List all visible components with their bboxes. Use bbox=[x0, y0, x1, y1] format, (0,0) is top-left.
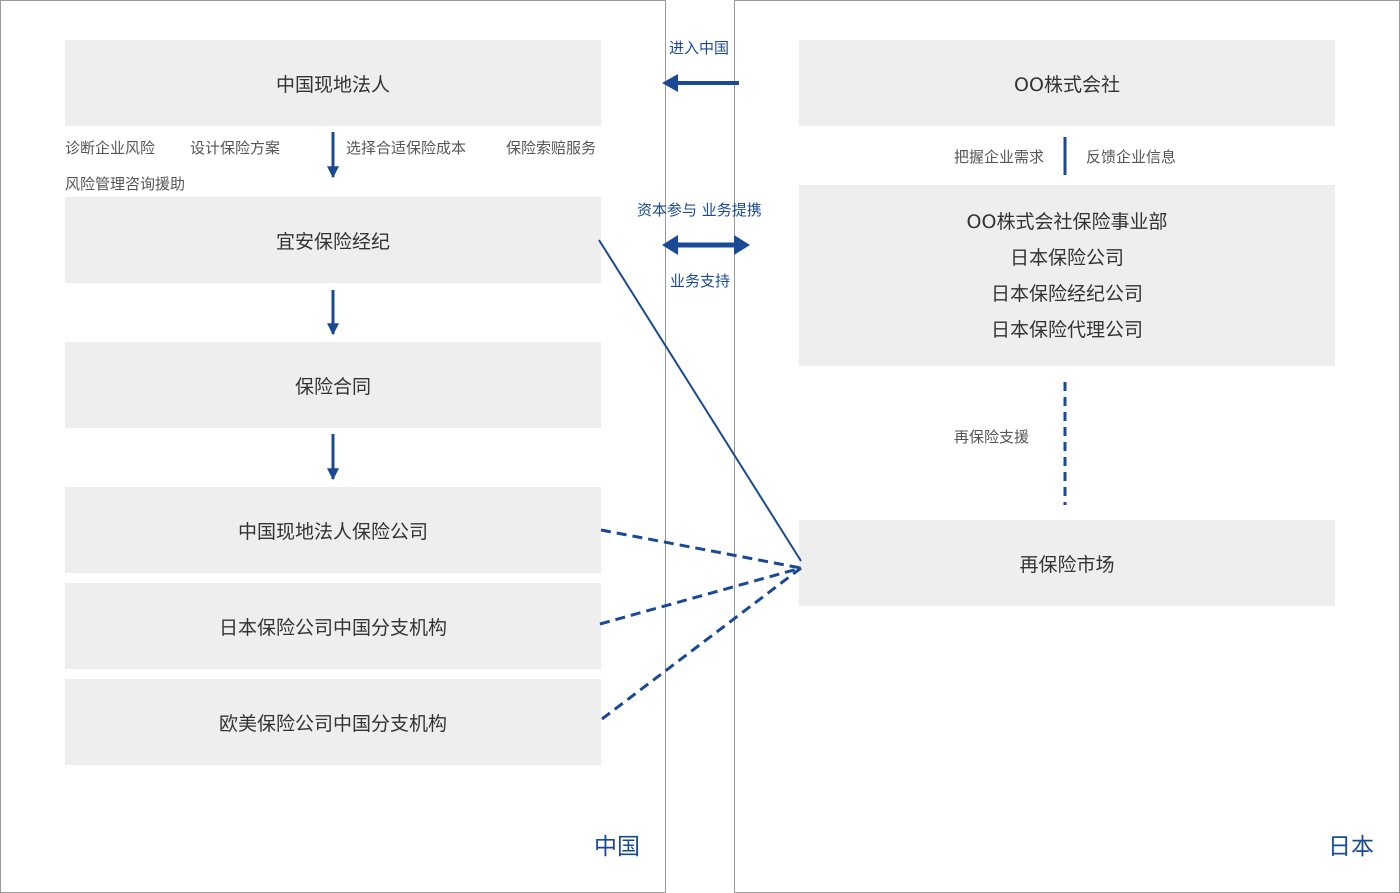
insurer-label-local: 中国现地法人保险公司 bbox=[237, 520, 428, 543]
service-risk-consulting: 风险管理咨询援助 bbox=[65, 175, 186, 193]
reinsurance-market-label: 再保险市场 bbox=[1019, 553, 1115, 576]
partner-line-3: 日本保险经纪公司 bbox=[990, 282, 1143, 305]
service-diagnose-risk: 诊断企业风险 bbox=[65, 139, 156, 157]
partner-line-2: 日本保险公司 bbox=[1009, 246, 1124, 269]
insurer-label-western-branch: 欧美保险公司中国分支机构 bbox=[218, 712, 447, 735]
japan-panel bbox=[734, 0, 1400, 893]
grasp-needs-label: 把握企业需求 bbox=[954, 148, 1045, 166]
china-local-corp-box: 中国现地法人 bbox=[65, 40, 601, 126]
japan-region-label: 日本 bbox=[1328, 834, 1374, 860]
partner-line-4: 日本保险代理公司 bbox=[990, 318, 1143, 341]
insurer-box-western-branch: 欧美保险公司中国分支机构 bbox=[65, 679, 601, 765]
contract-label: 保险合同 bbox=[294, 375, 371, 398]
capital-partnership-label: 资本参与 业务提携 bbox=[637, 201, 762, 219]
partner-line-1: OO株式会社保险事业部 bbox=[966, 210, 1168, 233]
broker-box: 宜安保险经纪 bbox=[65, 197, 601, 283]
enter-china-label: 进入中国 bbox=[669, 39, 730, 57]
japan-company-box: OO株式会社 bbox=[799, 40, 1335, 126]
insurer-box-japan-branch: 日本保险公司中国分支机构 bbox=[65, 583, 601, 669]
japan-partners-box: OO株式会社保险事业部 日本保险公司 日本保险经纪公司 日本保险代理公司 bbox=[799, 185, 1335, 366]
japan-company-label: OO株式会社 bbox=[1014, 73, 1120, 96]
enter-china-arrow bbox=[662, 74, 739, 92]
reinsurance-support-label: 再保险支援 bbox=[954, 428, 1030, 446]
reinsurance-market-box: 再保险市场 bbox=[799, 520, 1335, 606]
service-design-plan: 设计保险方案 bbox=[190, 139, 281, 157]
insurer-label-japan-branch: 日本保险公司中国分支机构 bbox=[218, 616, 447, 639]
china-local-corp-label: 中国现地法人 bbox=[275, 73, 390, 96]
broker-label: 宜安保险经纪 bbox=[275, 230, 390, 253]
feedback-info-label: 反馈企业信息 bbox=[1086, 148, 1177, 166]
business-support-label: 业务支持 bbox=[670, 272, 731, 290]
service-claims: 保险索赔服务 bbox=[506, 139, 597, 157]
contract-box: 保险合同 bbox=[65, 342, 601, 428]
china-region-label: 中国 bbox=[594, 834, 640, 860]
service-choose-cost: 选择合适保险成本 bbox=[346, 139, 467, 157]
insurer-box-local: 中国现地法人保险公司 bbox=[65, 487, 601, 573]
